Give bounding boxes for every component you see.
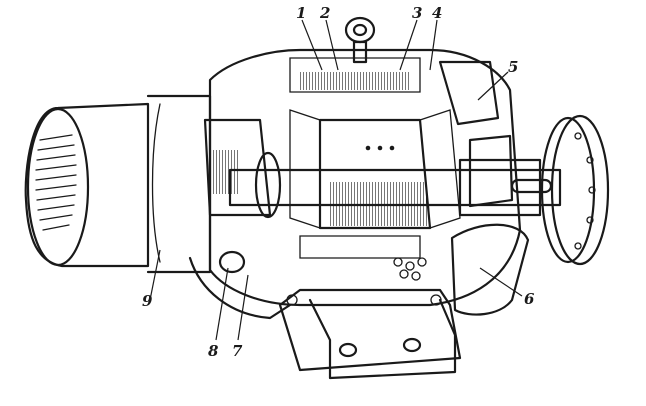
- callout-6: 6: [524, 290, 535, 308]
- callout-8: 8: [208, 342, 219, 360]
- lower-housing-edge: [188, 256, 292, 320]
- callout-9: 9: [142, 292, 153, 310]
- right-end-shield: [438, 60, 514, 208]
- lifting-eye: [344, 16, 376, 64]
- lower-left-opening: [218, 250, 246, 274]
- stator-housing: [208, 48, 522, 307]
- flange-coupling: [540, 114, 610, 266]
- leader-lines: [149, 19, 523, 341]
- fan-cover: [24, 102, 150, 268]
- left-bearing-shield: [203, 118, 282, 219]
- callout-1: 1: [296, 4, 306, 22]
- callout-7: 7: [232, 342, 243, 360]
- mounting-foot: [278, 288, 462, 380]
- callout-4: 4: [432, 4, 442, 22]
- callout-5: 5: [508, 58, 518, 76]
- fan-cover-grille: [35, 134, 77, 231]
- perforated-cover: [450, 223, 530, 316]
- terminal-leads: [393, 257, 427, 281]
- callout-3: 3: [412, 4, 422, 22]
- callout-2: 2: [319, 4, 330, 22]
